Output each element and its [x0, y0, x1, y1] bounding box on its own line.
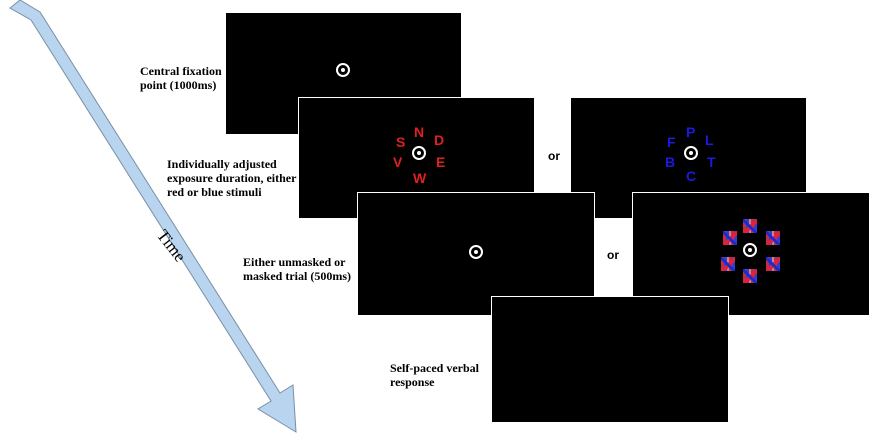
fixation-point — [336, 63, 350, 77]
stimulus-letter: S — [396, 134, 406, 150]
response-screen — [491, 296, 729, 423]
masked-screen — [632, 192, 870, 316]
stimulus-letter: E — [436, 154, 446, 170]
stimulus-letter: B — [665, 154, 676, 170]
or-label: or — [607, 248, 619, 262]
mask-pattern — [766, 257, 780, 271]
stimulus-letter: N — [414, 124, 425, 140]
stimulus-letter: P — [686, 124, 696, 140]
fixation-point — [684, 146, 698, 160]
fixation-caption: Central fixation point (1000ms) — [140, 64, 222, 92]
stimulus-letter: F — [667, 134, 676, 150]
mask-pattern — [723, 231, 737, 245]
exposure-caption: Individually adjusted exposure duration,… — [167, 157, 297, 199]
stimulus-letter: W — [413, 170, 427, 186]
stimulus-letter: V — [393, 154, 403, 170]
response-caption: Self-paced verbal response — [390, 361, 479, 389]
unmasked-screen — [357, 192, 595, 316]
mask-pattern — [743, 269, 757, 283]
fixation-point — [469, 245, 483, 259]
or-label: or — [548, 149, 560, 163]
time-arrow-shape — [9, 0, 297, 433]
stimulus-letter: L — [705, 132, 714, 148]
mask-pattern — [721, 257, 735, 271]
mask-pattern — [743, 219, 757, 233]
stimulus-letter: T — [707, 154, 716, 170]
mask-pattern — [766, 231, 780, 245]
stimulus-letter: C — [686, 168, 697, 184]
fixation-point — [412, 146, 426, 160]
mask-caption: Either unmasked or masked trial (500ms) — [243, 255, 351, 283]
stimulus-letter: D — [434, 132, 445, 148]
fixation-point — [743, 243, 757, 257]
